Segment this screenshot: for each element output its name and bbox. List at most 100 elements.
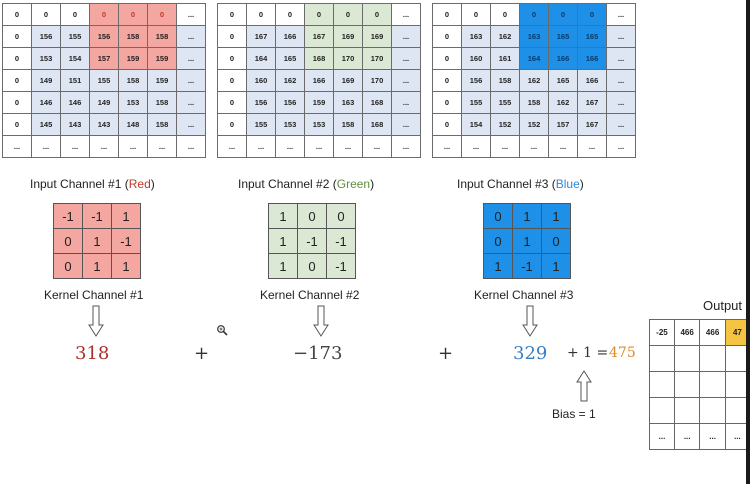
grid-cell: 153 [31, 47, 61, 70]
caption-color-word-red: Red [128, 177, 151, 191]
grid-cell: 153 [304, 113, 334, 136]
grid-cell: 155 [490, 91, 520, 114]
result-red: 318 [75, 343, 110, 364]
output-cell: 47 [724, 319, 750, 346]
kernel-cell: 0 [483, 203, 513, 229]
grid-cell: 158 [118, 25, 148, 48]
grid-cell: 149 [31, 69, 61, 92]
grid-cell: ... [246, 135, 276, 158]
result-green: −173 [293, 343, 343, 364]
grid-cell: 168 [304, 47, 334, 70]
grid-cell: 155 [89, 69, 119, 92]
grid-cell: 146 [31, 91, 61, 114]
grid-cell: 0 [2, 3, 32, 26]
grid-cell: 0 [2, 69, 32, 92]
input-caption-green: Input Channel #2 (Green) [238, 177, 375, 191]
kernel-cell: 1 [512, 203, 542, 229]
kernel-cell: 0 [541, 228, 571, 254]
grid-cell: ... [548, 135, 578, 158]
grid-cell: 162 [275, 69, 305, 92]
grid-cell: 160 [461, 47, 491, 70]
grid-cell: ... [461, 135, 491, 158]
grid-cell: ... [275, 135, 305, 158]
grid-row: ..................... [217, 135, 421, 158]
grid-cell: 0 [217, 25, 247, 48]
grid-cell: 0 [432, 25, 462, 48]
grid-cell: ... [606, 91, 636, 114]
kernel-cell: 0 [326, 203, 356, 229]
output-cell: 466 [673, 319, 701, 346]
grid-cell: 169 [333, 69, 363, 92]
grid-cell: ... [176, 69, 206, 92]
grid-cell: ... [147, 135, 177, 158]
kernel-cell: -1 [111, 228, 141, 254]
grid-cell: ... [176, 25, 206, 48]
grid-cell: 0 [147, 3, 177, 26]
grid-cell: 0 [217, 69, 247, 92]
kernel-cell: 0 [53, 228, 83, 254]
grid-cell: ... [606, 47, 636, 70]
grid-cell: ... [519, 135, 549, 158]
grid-cell: 0 [217, 3, 247, 26]
output-row [649, 345, 750, 372]
output-cell: ... [649, 423, 675, 450]
window-edge [746, 0, 750, 484]
grid-cell: 151 [60, 69, 90, 92]
grid-cell: 0 [304, 3, 334, 26]
grid-cell: 0 [217, 113, 247, 136]
grid-cell: ... [31, 135, 61, 158]
grid-cell: ... [304, 135, 334, 158]
grid-cell: 165 [577, 25, 607, 48]
kernel-cell: 1 [268, 203, 298, 229]
grid-cell: ... [606, 3, 636, 26]
grid-cell: 156 [275, 91, 305, 114]
kernel-cell: 1 [541, 253, 571, 279]
grid-cell: 158 [490, 69, 520, 92]
grid-cell: 155 [461, 91, 491, 114]
grid-cell: ... [606, 135, 636, 158]
output-title: Output [703, 298, 743, 313]
output-row: ............ [649, 423, 750, 450]
grid-cell: ... [606, 25, 636, 48]
grid-cell: ... [176, 47, 206, 70]
kernel-caption-3: Kernel Channel #3 [474, 288, 574, 302]
grid-cell: ... [176, 113, 206, 136]
output-cell [649, 397, 675, 424]
grid-cell: 167 [577, 91, 607, 114]
grid-cell: 0 [519, 3, 549, 26]
output-cell: ... [673, 423, 701, 450]
grid-cell: 0 [333, 3, 363, 26]
grid-cell: 0 [217, 91, 247, 114]
grid-cell: 0 [577, 3, 607, 26]
grid-cell: 158 [118, 69, 148, 92]
grid-cell: 0 [2, 113, 32, 136]
kernel-cell: 1 [512, 228, 542, 254]
grid-cell: 0 [2, 91, 32, 114]
grid-cell: 157 [89, 47, 119, 70]
down-arrow-icon [313, 305, 329, 337]
grid-cell: 156 [31, 25, 61, 48]
grid-cell: 156 [89, 25, 119, 48]
grid-cell: 0 [461, 3, 491, 26]
grid-cell: 165 [275, 47, 305, 70]
kernel-cell: 1 [82, 228, 112, 254]
kernel-row: 1-1-1 [268, 228, 356, 254]
grid-cell: 166 [275, 25, 305, 48]
grid-cell: ... [391, 69, 421, 92]
grid-cell: 0 [548, 3, 578, 26]
grid-cell: 143 [89, 113, 119, 136]
grid-cell: ... [118, 135, 148, 158]
